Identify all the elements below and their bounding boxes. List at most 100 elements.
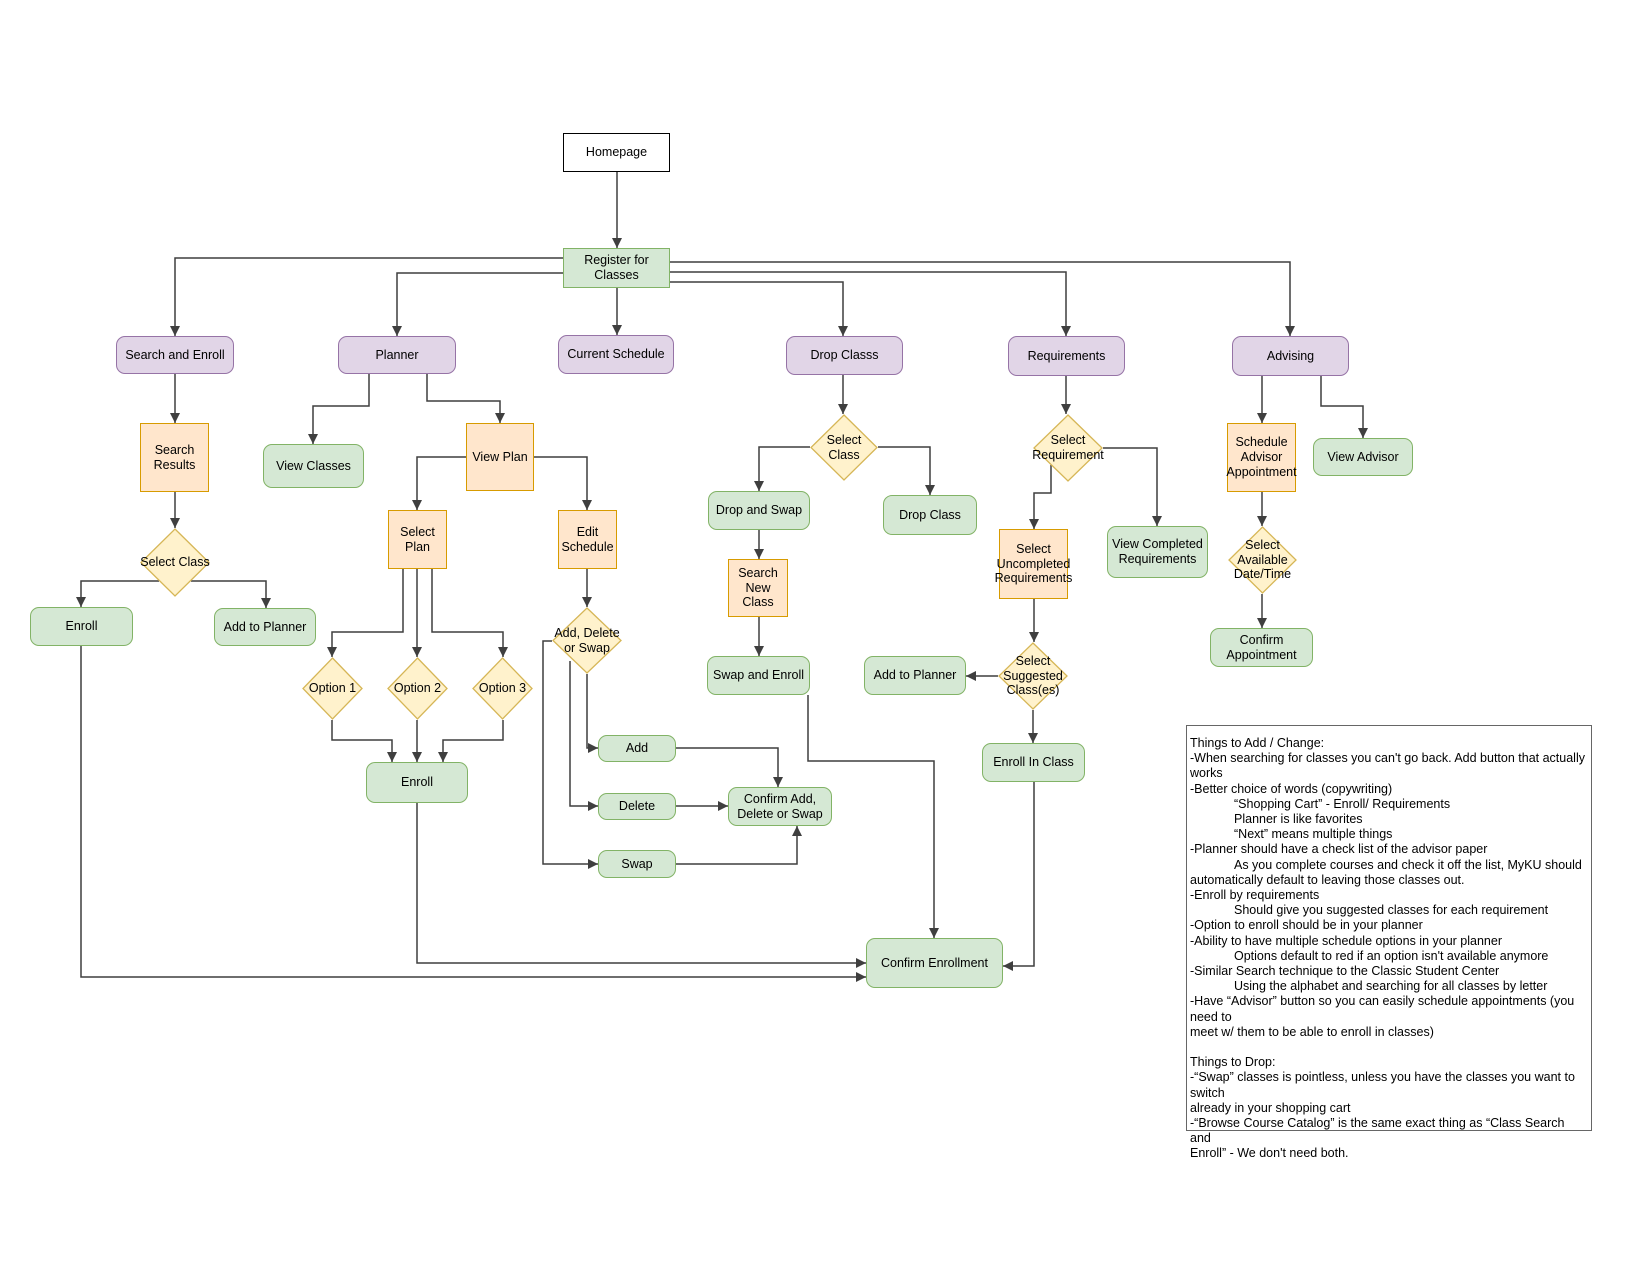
select-class-drop-label: Select Class (826, 432, 862, 462)
edge-register-for-classes-to-search-and-enroll (170, 257, 563, 336)
option-1[interactable]: Option 1 (302, 657, 363, 720)
select-plan[interactable]: Select Plan (388, 510, 447, 569)
edge-register-for-classes-to-advising (670, 261, 1295, 336)
edge-select-class-drop-to-drop-class (878, 446, 935, 495)
note-line: -Ability to have multiple schedule optio… (1190, 933, 1502, 948)
enroll-in-class[interactable]: Enroll In Class (982, 743, 1085, 782)
view-plan-label: View Plan (472, 449, 528, 464)
view-classes[interactable]: View Classes (263, 444, 364, 488)
edge-enroll-in-class-to-confirm-enrollment (1003, 782, 1035, 971)
edge-add-delete-or-swap-to-swap (542, 640, 598, 869)
current-schedule[interactable]: Current Schedule (558, 335, 674, 374)
view-advisor[interactable]: View Advisor (1313, 438, 1413, 476)
add-to-planner-search-label: Add to Planner (223, 619, 307, 634)
schedule-advisor-appointment-label: Schedule Advisor Appointment (1226, 435, 1297, 479)
homepage-label: Homepage (585, 145, 648, 160)
edge-register-for-classes-to-drop-classs (670, 281, 848, 336)
note-line: Planner is like favorites (1234, 812, 1363, 827)
add-delete-or-swap[interactable]: Add, Delete or Swap (552, 607, 622, 674)
note-line: -Option to enroll should be in your plan… (1190, 918, 1423, 933)
confirm-add-delete-or-swap[interactable]: Confirm Add, Delete or Swap (728, 787, 832, 826)
add-to-planner-requirements[interactable]: Add to Planner (864, 656, 966, 695)
enroll-planner[interactable]: Enroll (366, 762, 468, 803)
view-completed-requirements[interactable]: View Completed Requirements (1107, 526, 1208, 578)
view-advisor-label: View Advisor (1327, 449, 1399, 464)
option-2-label: Option 2 (393, 681, 442, 696)
note-line: automatically default to leaving those c… (1190, 872, 1465, 887)
requirements-label: Requirements (1027, 348, 1106, 363)
swap-and-enroll[interactable]: Swap and Enroll (707, 656, 810, 695)
confirm-appointment-label: Confirm Appointment (1226, 632, 1297, 662)
note-line: Enroll” - We don't need both. (1190, 1146, 1349, 1161)
diamond-shape (552, 607, 622, 674)
note-line: -Have “Advisor” button so you can easily… (1190, 994, 1578, 1024)
edge-advising-to-view-advisor (1320, 376, 1368, 438)
schedule-advisor-appointment[interactable]: Schedule Advisor Appointment (1226, 423, 1297, 492)
edge-select-class-search-to-add-to-planner-search (191, 580, 271, 608)
edge-select-class-drop-to-drop-and-swap (754, 446, 810, 491)
add-to-planner-search[interactable]: Add to Planner (214, 608, 316, 646)
edit-schedule[interactable]: Edit Schedule (558, 510, 617, 569)
note-line: -“Swap” classes is pointless, unless you… (1190, 1070, 1579, 1100)
edge-register-for-classes-to-requirements (670, 271, 1071, 336)
diamond-shape (472, 657, 533, 720)
add[interactable]: Add (598, 735, 676, 762)
diamond-shape (1033, 414, 1103, 482)
view-completed-requirements-label: View Completed Requirements (1112, 537, 1203, 566)
enroll-in-class-label: Enroll In Class (993, 755, 1074, 770)
enroll-search[interactable]: Enroll (30, 607, 133, 646)
edge-view-plan-to-select-plan (412, 456, 466, 510)
note-line: “Shopping Cart” - Enroll/ Requirements (1234, 796, 1451, 811)
select-suggested-classes-label: Select Suggested Class(es) (1003, 653, 1063, 698)
diamond-shape (302, 657, 363, 720)
planner[interactable]: Planner (338, 336, 456, 374)
note-line: -Better choice of words (copywriting) (1190, 781, 1393, 796)
confirm-enrollment[interactable]: Confirm Enrollment (866, 938, 1003, 988)
select-uncompleted-requirements[interactable]: Select Uncompleted Requirements (995, 529, 1072, 599)
drop-class[interactable]: Drop Class (883, 495, 977, 535)
search-results[interactable]: Search Results (140, 423, 209, 492)
search-and-enroll[interactable]: Search and Enroll (116, 336, 234, 374)
drop-and-swap[interactable]: Drop and Swap (708, 491, 810, 530)
edge-enroll-planner-to-confirm-enrollment (416, 803, 866, 968)
select-class-search-label: Select Class (140, 555, 210, 570)
drop-and-swap-label: Drop and Swap (715, 503, 803, 518)
requirements[interactable]: Requirements (1008, 336, 1125, 376)
select-suggested-classes[interactable]: Select Suggested Class(es) (998, 642, 1068, 710)
view-classes-label: View Classes (276, 458, 351, 473)
homepage[interactable]: Homepage (563, 133, 670, 172)
search-new-class[interactable]: Search New Class (728, 559, 788, 617)
swap[interactable]: Swap (598, 850, 676, 878)
edge-view-plan-to-edit-schedule (534, 456, 592, 510)
select-available-datetime[interactable]: Select Available Date/Time (1228, 526, 1297, 594)
diamond-shape (810, 414, 878, 481)
note-line: “Next” means multiple things (1234, 827, 1393, 842)
advising[interactable]: Advising (1232, 336, 1349, 376)
notes-box[interactable]: Things to Add / Change:-When searching f… (1186, 725, 1592, 1160)
option-1-label: Option 1 (308, 681, 357, 696)
delete[interactable]: Delete (598, 793, 676, 820)
option-3[interactable]: Option 3 (472, 657, 533, 720)
note-line: -“Browse Course Catalog” is the same exa… (1190, 1116, 1568, 1146)
select-plan-label: Select Plan (400, 524, 435, 554)
note-line: meet w/ them to be able to enroll in cla… (1190, 1024, 1434, 1039)
note-line: Using the alphabet and searching for all… (1234, 979, 1548, 994)
select-class-search[interactable]: Select Class (140, 528, 210, 597)
add-label: Add (625, 741, 649, 756)
confirm-appointment[interactable]: Confirm Appointment (1210, 628, 1313, 667)
option-2[interactable]: Option 2 (387, 657, 448, 720)
select-class-drop[interactable]: Select Class (810, 414, 878, 481)
enroll-search-label: Enroll (65, 619, 98, 634)
drop-classs[interactable]: Drop Classs (786, 336, 903, 375)
view-plan[interactable]: View Plan (466, 423, 534, 491)
advising-label: Advising (1266, 348, 1315, 363)
diamond-shape (140, 528, 210, 597)
note-line: -Planner should have a check list of the… (1190, 842, 1488, 857)
edge-register-for-classes-to-planner (392, 272, 563, 336)
select-requirement[interactable]: Select Requirement (1032, 414, 1104, 482)
register-for-classes[interactable]: Register for Classes (563, 248, 670, 288)
edge-option-3-to-enroll-planner (438, 720, 504, 762)
note-line: -Similar Search technique to the Classic… (1190, 964, 1500, 979)
